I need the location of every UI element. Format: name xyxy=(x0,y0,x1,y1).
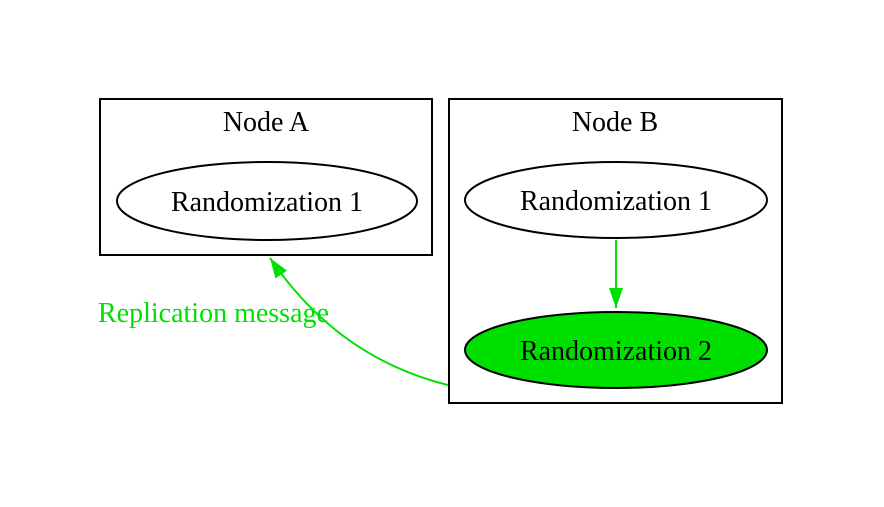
replication-edge xyxy=(269,257,449,386)
node-a-randomization-1-label: Randomization 1 xyxy=(171,187,363,218)
node-b-box xyxy=(448,98,783,404)
replication-edge-label: Replication message xyxy=(98,298,329,329)
node-b-randomization-2-ellipse xyxy=(464,311,768,389)
node-b-randomization-1-label: Randomization 1 xyxy=(520,186,712,217)
node-b-randomization-2-label: Randomization 2 xyxy=(520,336,712,367)
node-a-title: Node A xyxy=(223,107,310,138)
node-a-randomization-1-ellipse xyxy=(116,161,418,241)
node-b-title: Node B xyxy=(572,107,658,138)
cluster-node-a: Node A Randomization 1 xyxy=(99,98,433,256)
node-b-randomization-1-ellipse xyxy=(464,161,768,239)
node-a-box xyxy=(99,98,433,256)
cluster-node-b: Node B Randomization 1 Randomization 2 xyxy=(448,98,783,404)
